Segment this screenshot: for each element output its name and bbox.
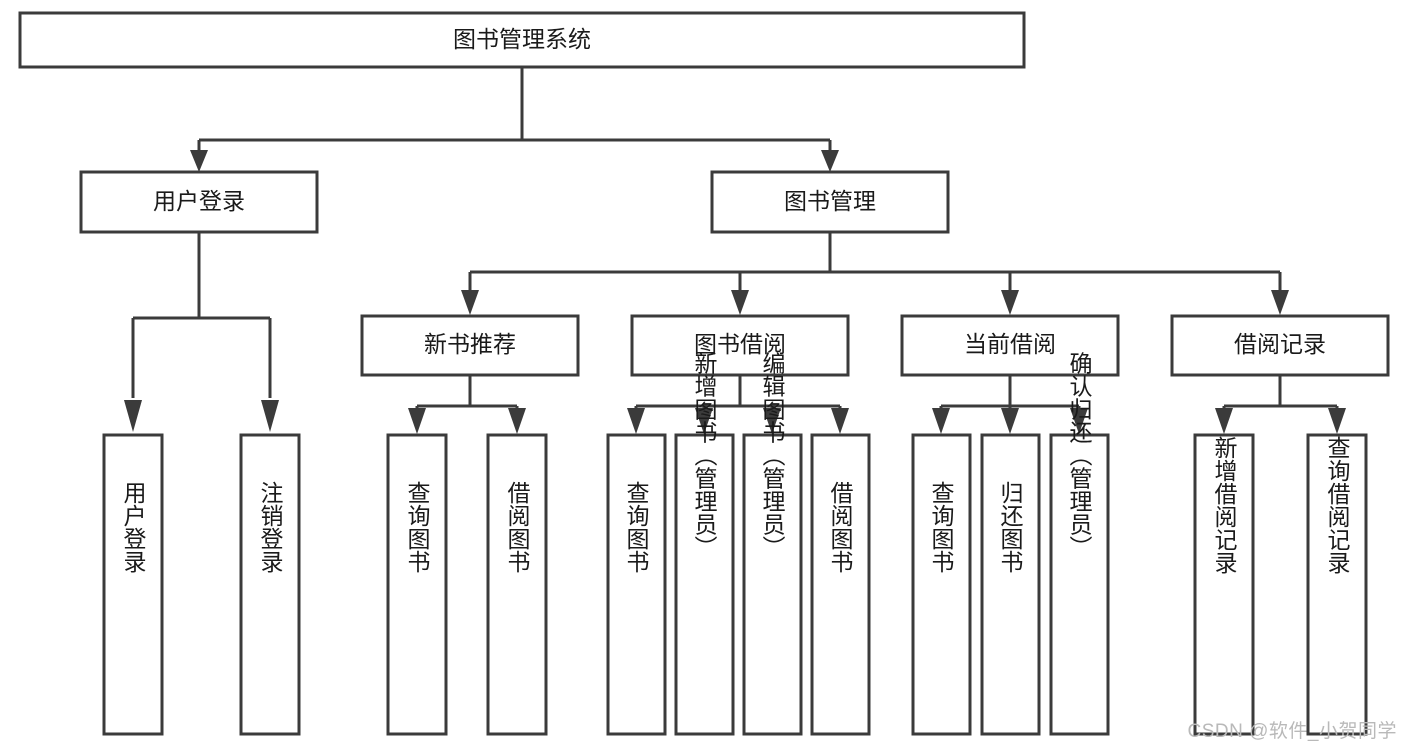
arrowhead-current-borrow — [1001, 290, 1019, 315]
node-leaf-query-record-box[interactable] — [1306, 433, 1368, 736]
node-leaf-query-book-2-box[interactable] — [606, 433, 667, 736]
node-leaf-add-book[interactable]: 新增图书（管理员） — [674, 352, 735, 736]
node-leaf-return-book-box[interactable] — [980, 433, 1041, 736]
node-user-login-label: 用户登录 — [153, 188, 245, 214]
node-leaf-logout-login-box[interactable] — [239, 433, 301, 736]
node-leaf-user-login-box[interactable] — [102, 433, 164, 736]
node-new-book-recommend[interactable]: 新书推荐 — [360, 314, 580, 377]
node-book-manage-box[interactable] — [710, 170, 950, 234]
node-current-borrow-label: 当前借阅 — [964, 331, 1056, 357]
arrowhead-leaf-query-book-1 — [408, 408, 426, 434]
arrowhead-leaf-user-login — [124, 400, 142, 432]
node-borrow-record-box[interactable] — [1170, 314, 1390, 377]
node-leaf-confirm-return-label: 确认归还（管理员） — [1066, 352, 1093, 559]
node-leaf-query-record[interactable]: 查询借阅记录 — [1306, 433, 1368, 736]
node-leaf-query-book-1[interactable]: 查询图书 — [386, 433, 448, 736]
node-leaf-query-book-1-label: 查询图书 — [404, 481, 431, 573]
node-leaf-borrow-book-1[interactable]: 借阅图书 — [486, 433, 548, 736]
node-leaf-add-record[interactable]: 新增借阅记录 — [1193, 433, 1255, 736]
node-leaf-add-book-box[interactable] — [674, 433, 735, 736]
node-current-borrow-box[interactable] — [900, 314, 1120, 377]
arrowhead-leaf-query-book-3 — [932, 408, 950, 434]
node-borrow-record[interactable]: 借阅记录 — [1170, 314, 1390, 377]
node-book-borrow[interactable]: 图书借阅 — [630, 314, 850, 377]
node-leaf-return-book-label: 归还图书 — [997, 481, 1024, 573]
node-leaf-confirm-return-box[interactable] — [1049, 433, 1110, 736]
node-leaf-edit-book-box[interactable] — [742, 433, 803, 736]
arrowhead-leaf-confirm-return — [1070, 408, 1088, 434]
arrowhead-user-login — [190, 150, 208, 172]
node-leaf-logout-login[interactable]: 注销登录 — [239, 433, 301, 736]
node-leaf-edit-book-label: 编辑图书（管理员） — [759, 352, 786, 559]
arrowhead-book-borrow — [731, 290, 749, 315]
node-leaf-borrow-book-1-label: 借阅图书 — [504, 481, 531, 573]
node-leaf-borrow-book-2[interactable]: 借阅图书 — [810, 433, 871, 736]
arrowhead-new-book-recommend — [461, 290, 479, 315]
connector-layer — [124, 67, 1346, 434]
node-current-borrow[interactable]: 当前借阅 — [900, 314, 1120, 377]
arrowhead-leaf-return-book — [1001, 408, 1019, 434]
node-leaf-borrow-book-2-label: 借阅图书 — [827, 481, 854, 573]
node-leaf-borrow-book-1-box[interactable] — [486, 433, 548, 736]
node-user-login-box[interactable] — [79, 170, 319, 234]
arrowhead-leaf-add-book — [695, 408, 713, 434]
node-borrow-record-label: 借阅记录 — [1234, 331, 1326, 357]
node-leaf-query-book-3-label: 查询图书 — [928, 481, 955, 573]
csdn-watermark: CSDN @软件_小贺同学 — [1187, 721, 1397, 742]
node-leaf-add-book-label: 新增图书（管理员） — [691, 352, 718, 559]
node-user-login[interactable]: 用户登录 — [79, 170, 319, 234]
node-root-box[interactable] — [18, 11, 1026, 69]
arrowhead-leaf-query-record — [1328, 408, 1346, 434]
node-root-label: 图书管理系统 — [453, 26, 591, 52]
node-leaf-add-record-box[interactable] — [1193, 433, 1255, 736]
arrowhead-leaf-borrow-book-1 — [508, 408, 526, 434]
arrowhead-book-manage — [821, 150, 839, 172]
node-leaf-user-login-label: 用户登录 — [120, 481, 147, 573]
node-leaf-query-book-3-box[interactable] — [911, 433, 972, 736]
node-root[interactable]: 图书管理系统 — [18, 11, 1026, 69]
node-new-book-recommend-box[interactable] — [360, 314, 580, 377]
arrowhead-borrow-record — [1271, 290, 1289, 315]
node-leaf-return-book[interactable]: 归还图书 — [980, 433, 1041, 736]
node-book-borrow-label: 图书借阅 — [694, 331, 786, 357]
node-leaf-borrow-book-2-box[interactable] — [810, 433, 871, 736]
node-leaf-query-book-1-box[interactable] — [386, 433, 448, 736]
node-leaf-add-record-label: 新增借阅记录 — [1211, 436, 1238, 574]
arrowhead-leaf-logout-login — [261, 400, 279, 432]
node-book-manage[interactable]: 图书管理 — [710, 170, 950, 234]
node-leaf-confirm-return[interactable]: 确认归还（管理员） — [1049, 352, 1110, 736]
node-new-book-recommend-label: 新书推荐 — [424, 331, 516, 357]
arrowhead-leaf-add-record — [1215, 408, 1233, 434]
arrowhead-leaf-edit-book — [763, 408, 781, 434]
node-leaf-query-book-2-label: 查询图书 — [623, 481, 650, 573]
node-leaf-logout-login-label: 注销登录 — [257, 481, 284, 573]
node-leaf-edit-book[interactable]: 编辑图书（管理员） — [742, 352, 803, 736]
node-book-borrow-box[interactable] — [630, 314, 850, 377]
node-leaf-query-book-2[interactable]: 查询图书 — [606, 433, 667, 736]
node-book-manage-label: 图书管理 — [784, 188, 876, 214]
node-leaf-user-login[interactable]: 用户登录 — [102, 433, 164, 736]
arrowhead-leaf-query-book-2 — [627, 408, 645, 434]
arrowhead-leaf-borrow-book-2 — [831, 408, 849, 434]
node-leaf-query-record-label: 查询借阅记录 — [1324, 436, 1351, 574]
node-leaf-query-book-3[interactable]: 查询图书 — [911, 433, 972, 736]
